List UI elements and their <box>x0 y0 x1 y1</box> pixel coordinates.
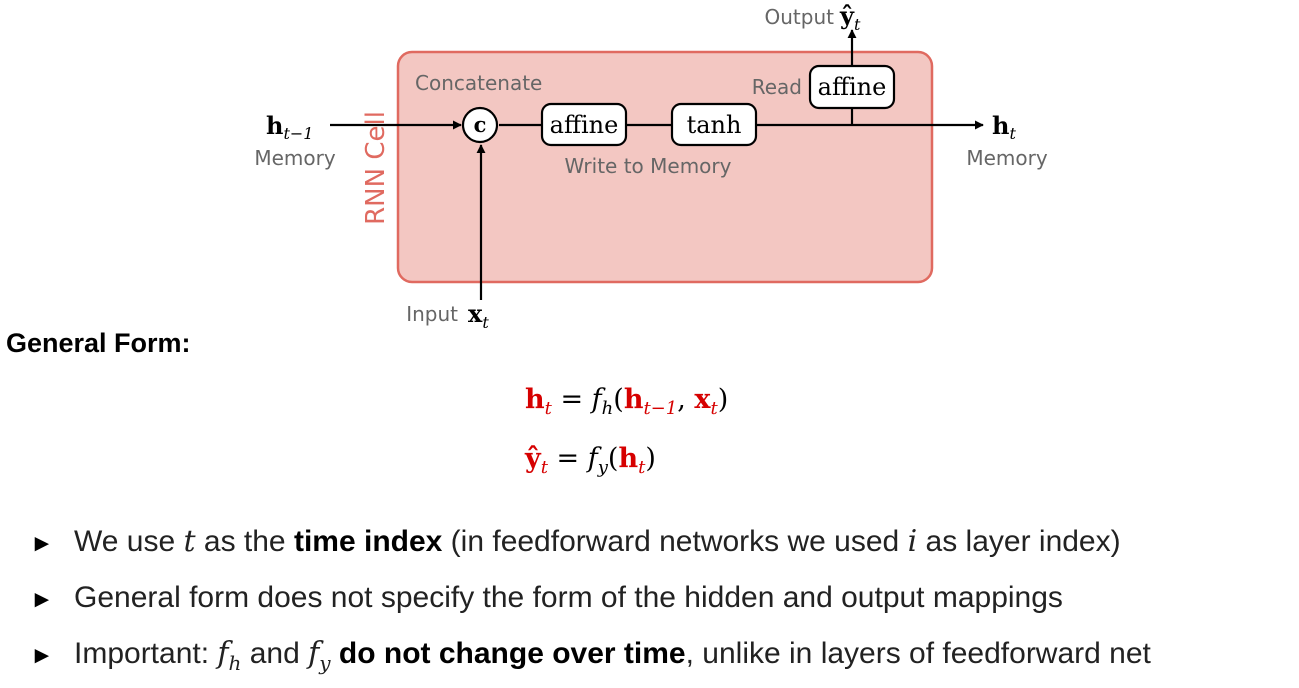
hprev-symbol: ht−1 <box>266 111 313 143</box>
hidden-state-equation: ht = fh(ht−1, xt) <box>525 384 729 419</box>
hnext-symbol: ht <box>992 111 1016 143</box>
input-symbol: xt <box>468 299 489 332</box>
rnn-cell-diagram: RNN Cell c Concatenate affine tanh Write… <box>254 1 1048 332</box>
bullet-important: ►Important: fh and fy do not change over… <box>30 632 1151 688</box>
affine-write-label: affine <box>550 111 619 139</box>
output-equation: ŷt = fy(ht) <box>525 443 656 478</box>
rnn-cell-label: RNN Cell <box>361 111 391 225</box>
bullet-marker-icon: ► <box>30 642 54 669</box>
bullet-time-index: ►We use t as the time index (in feedforw… <box>30 520 1151 576</box>
affine-read-label: affine <box>818 73 887 101</box>
affine-read-box <box>808 64 896 110</box>
input-label: Input <box>406 302 458 326</box>
concat-node-label: c <box>474 112 487 137</box>
bullet-marker-icon: ► <box>30 586 54 613</box>
bullet-marker-icon: ► <box>30 530 54 557</box>
bullet-list: ►We use t as the time index (in feedforw… <box>30 520 1151 688</box>
write-to-memory-label: Write to Memory <box>565 154 732 178</box>
concat-node <box>461 106 499 144</box>
read-label: Read <box>752 75 802 99</box>
output-symbol: ŷt <box>839 1 861 34</box>
rnn-cell-box <box>396 50 934 284</box>
general-form-heading: General Form: <box>6 328 191 358</box>
output-label: Output <box>765 5 835 29</box>
hnext-caption: Memory <box>966 146 1048 170</box>
hprev-caption: Memory <box>254 146 336 170</box>
affine-write-box <box>540 102 628 147</box>
tanh-label: tanh <box>687 111 742 139</box>
concatenate-label: Concatenate <box>415 71 542 95</box>
tanh-box <box>670 102 758 147</box>
bullet-general-form: ►General form does not specify the form … <box>30 576 1151 632</box>
